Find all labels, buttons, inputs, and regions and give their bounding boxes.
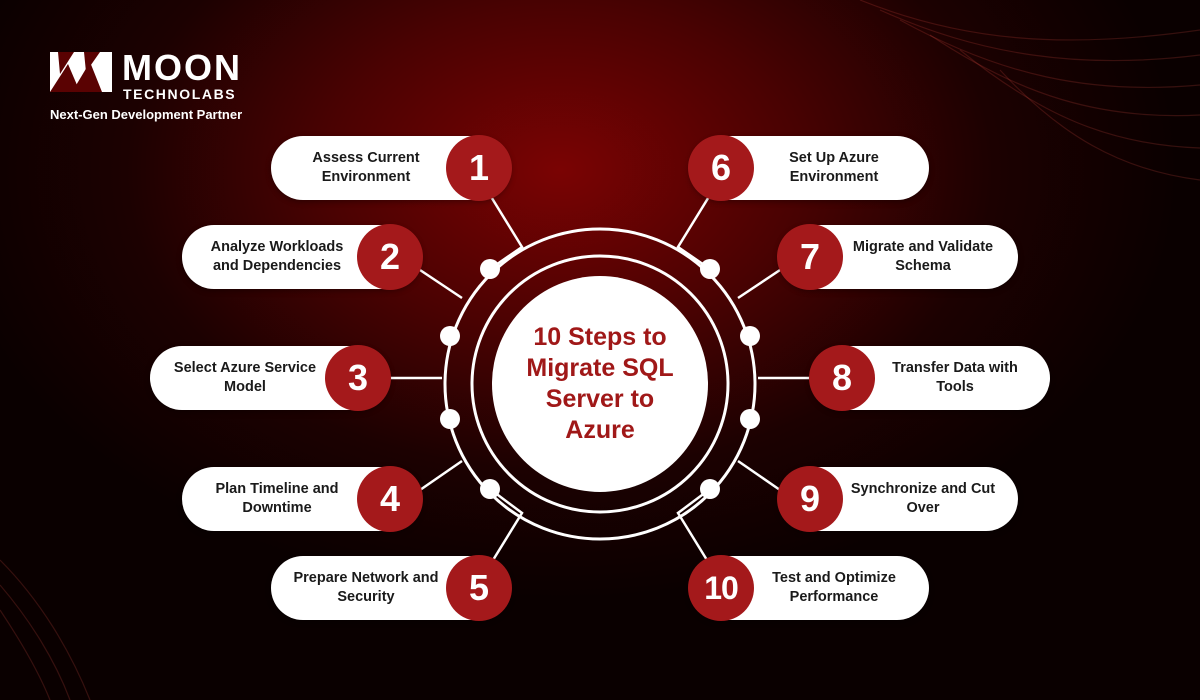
step-8-pill: 8 Transfer Data with Tools	[809, 345, 1050, 411]
connector-1	[488, 194, 524, 271]
step-4-pill: Plan Timeline and Downtime 4	[182, 466, 423, 532]
step-3-number: 3	[325, 345, 391, 411]
step-4-number: 4	[357, 466, 423, 532]
ring-node-3	[440, 409, 460, 429]
step-9-pill: 9 Synchronize and Cut Over	[777, 466, 1018, 532]
connector-5	[488, 488, 524, 566]
step-10-number: 10	[688, 555, 754, 621]
step-1-pill: Assess Current Environment 1	[271, 135, 512, 201]
step-5-label: Prepare Network and Security	[293, 570, 439, 605]
step-1-label: Assess Current Environment	[312, 150, 420, 185]
step-6-number: 6	[688, 135, 754, 201]
brand-name: MOON	[122, 47, 242, 88]
step-2-label: Analyze Workloads and Dependencies	[210, 239, 344, 274]
brand-subname: TECHNOLABS	[123, 86, 237, 102]
step-3-label: Select Azure Service Model	[173, 360, 317, 395]
ring-node-4	[480, 479, 500, 499]
brand-tagline: Next-Gen Development Partner	[50, 107, 243, 122]
ring-node-6	[740, 326, 760, 346]
step-6-pill: 6 Set Up Azure Environment	[688, 135, 929, 201]
step-4-label: Plan Timeline and Downtime	[215, 481, 339, 516]
step-2-pill: Analyze Workloads and Dependencies 2	[182, 224, 423, 290]
ring-node-5	[700, 259, 720, 279]
connector-10	[676, 488, 712, 566]
step-10-pill: 10 Test and Optimize Performance	[688, 555, 929, 621]
ring-node-7	[740, 409, 760, 429]
step-9-label: Synchronize and Cut Over	[850, 481, 996, 516]
step-8-number: 8	[809, 345, 875, 411]
step-6-label: Set Up Azure Environment	[789, 150, 879, 185]
step-10-label: Test and Optimize Performance	[772, 570, 896, 605]
connector-2	[419, 268, 463, 300]
step-5-pill: Prepare Network and Security 5	[271, 555, 512, 621]
step-7-number: 7	[777, 224, 843, 290]
connector-7	[737, 268, 781, 300]
outer-ring	[443, 227, 757, 541]
connector-9	[737, 459, 781, 492]
connector-6	[676, 194, 712, 271]
step-1-number: 1	[446, 135, 512, 201]
inner-ring	[470, 254, 730, 514]
ring-node-8	[700, 479, 720, 499]
step-8-label: Transfer Data with Tools	[892, 360, 1018, 395]
moon-logo-icon	[50, 52, 112, 92]
step-9-number: 9	[777, 466, 843, 532]
step-2-number: 2	[357, 224, 423, 290]
step-3-pill: Select Azure Service Model 3	[150, 345, 391, 411]
ring-node-1	[480, 259, 500, 279]
step-5-number: 5	[446, 555, 512, 621]
diagram-title: 10 Steps to Migrate SQL Server to Azure	[526, 323, 674, 444]
step-7-label: Migrate and Validate Schema	[852, 239, 994, 274]
connector-4	[419, 459, 463, 492]
center-circle: 10 Steps to Migrate SQL Server to Azure	[492, 276, 708, 492]
step-7-pill: 7 Migrate and Validate Schema	[777, 224, 1018, 290]
ring-node-2	[440, 326, 460, 346]
